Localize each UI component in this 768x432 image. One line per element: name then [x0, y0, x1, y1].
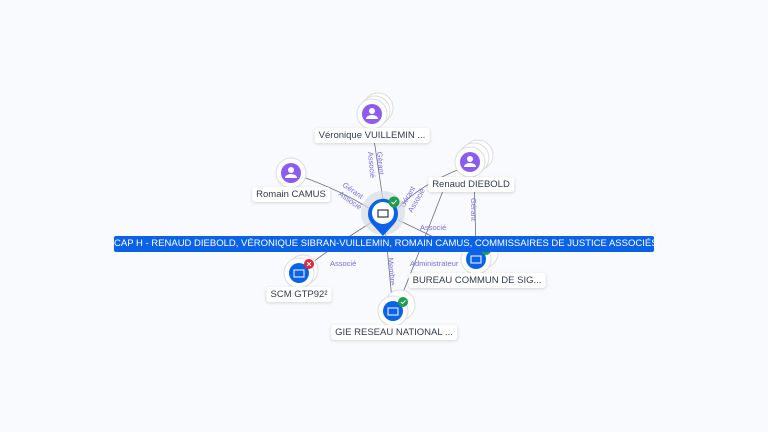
node-label[interactable]: Renaud DIEBOLD	[428, 177, 514, 192]
node-label[interactable]: BUREAU COMMUN DE SIG...	[408, 273, 546, 288]
active-badge-icon	[388, 196, 400, 208]
node-label[interactable]: SCM GTP92²	[266, 287, 332, 302]
main-entity-pin[interactable]	[361, 191, 405, 236]
node-label[interactable]: GIE RESEAU NATIONAL ...	[331, 325, 457, 340]
building-icon	[377, 209, 389, 218]
active-badge-icon	[398, 297, 408, 307]
edge-label-associe: Associé	[330, 259, 356, 268]
company-node-gie[interactable]	[377, 289, 416, 327]
node-label[interactable]: Romain CAMUS	[252, 187, 330, 202]
node-label[interactable]: Véronique VUILLEMIN ...	[314, 128, 430, 143]
edge-label-administrateur: Administrateur	[410, 259, 459, 268]
edge-label-associe: Associé	[366, 151, 377, 178]
person-node-renaud[interactable]	[454, 139, 494, 178]
edge-label-associe: Associé	[420, 223, 446, 232]
person-node-romain[interactable]	[275, 157, 307, 189]
company-node-scm[interactable]	[283, 254, 319, 289]
edge-label-gerant: Gérant	[469, 198, 478, 222]
edge-label-gerant: Gérant	[375, 151, 386, 176]
main-entity-label[interactable]: CAP H - RENAUD DIEBOLD, VÉRONIQUE SIBRAN…	[114, 236, 658, 252]
person-node-veronique[interactable]	[356, 92, 394, 130]
edge-label-membre: Membre	[386, 257, 397, 285]
